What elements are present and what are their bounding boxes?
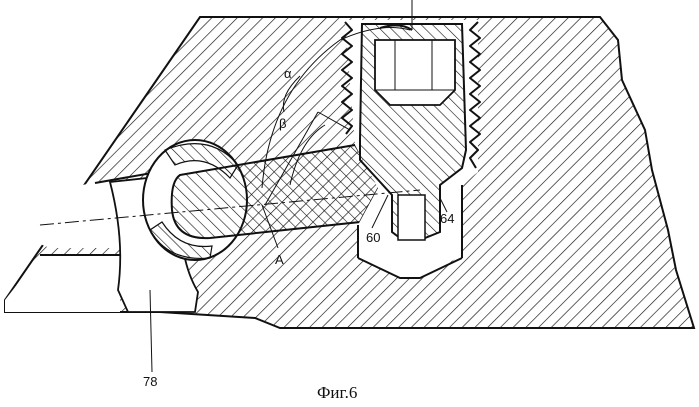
label-beta: β xyxy=(279,116,286,131)
label-alpha: α xyxy=(284,66,292,81)
label-64: 64 xyxy=(440,211,454,226)
label-60: 60 xyxy=(366,230,380,245)
coolant-channel xyxy=(5,255,120,312)
label-point-a: A xyxy=(275,252,284,267)
hex-socket xyxy=(375,40,455,105)
figure-caption: Фиг.6 xyxy=(317,383,357,402)
channel-upper-band xyxy=(30,178,120,248)
label-78: 78 xyxy=(143,374,157,389)
screw-slot xyxy=(398,195,425,240)
